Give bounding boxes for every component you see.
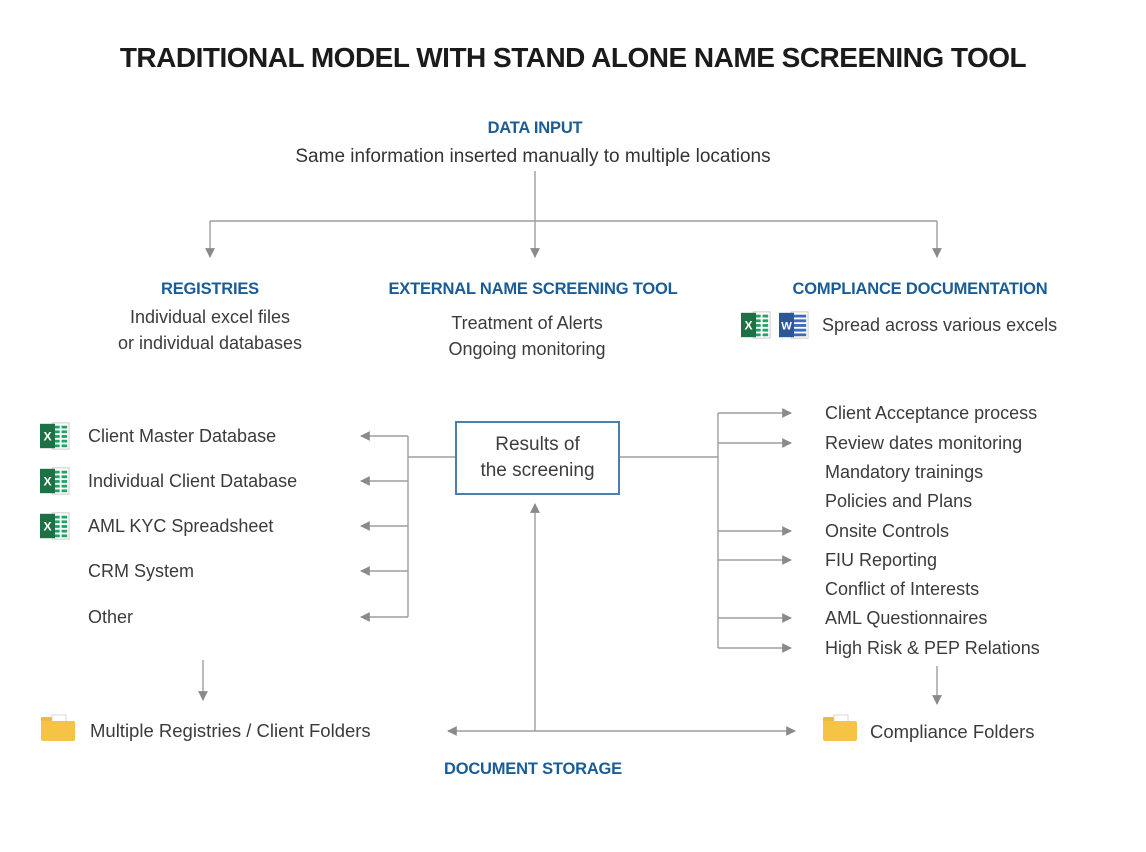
list-item-label: Client Master Database	[88, 426, 277, 446]
excel-icon: X	[40, 466, 70, 496]
right-folder-label: Compliance Folders	[870, 721, 1035, 742]
svg-text:W: W	[781, 321, 792, 333]
data-input-heading: DATA INPUT	[487, 119, 583, 137]
screening-results-line-1: Results of	[495, 434, 580, 455]
word-icon: W	[779, 310, 809, 340]
list-item: Review dates monitoring	[825, 433, 1023, 453]
registries-heading: REGISTRIES	[161, 280, 259, 298]
compliance-heading: COMPLIANCE DOCUMENTATION	[792, 280, 1048, 298]
list-item: Mandatory trainings	[825, 462, 984, 482]
excel-icon: X	[741, 310, 771, 340]
list-item: AML Questionnaires	[825, 608, 988, 628]
list-item-label: AML KYC Spreadsheet	[88, 516, 274, 536]
folder-icon	[822, 713, 858, 743]
excel-icon: X	[40, 421, 70, 451]
excel-icon: X	[40, 511, 70, 541]
registries-line-1: Individual excel files	[129, 307, 291, 327]
list-item: Onsite Controls	[825, 521, 950, 541]
list-item: Client Acceptance process	[825, 403, 1038, 423]
screening-tool-description: Treatment of Alerts Ongoing monitoring	[377, 310, 677, 362]
screening-results-line-2: the screening	[480, 460, 595, 481]
list-item: CRM System	[40, 556, 194, 586]
list-item: X Individual Client Database	[40, 466, 297, 496]
screening-tool-line-1: Treatment of Alerts	[451, 313, 603, 333]
list-item: X AML KYC Spreadsheet	[40, 511, 273, 541]
svg-text:X: X	[43, 520, 52, 534]
data-input-description: Same information inserted manually to mu…	[295, 146, 771, 167]
screening-results-box: Results of the screening	[455, 421, 620, 495]
list-item-label: CRM System	[88, 561, 195, 581]
list-item-label: Other	[88, 607, 134, 627]
registries-description: Individual excel files or individual dat…	[82, 304, 338, 356]
screening-tool-heading: EXTERNAL NAME SCREENING TOOL	[388, 280, 678, 298]
svg-text:X: X	[43, 430, 52, 444]
svg-text:X: X	[744, 319, 753, 333]
registries-line-2: or individual databases	[117, 333, 303, 353]
list-item: X Client Master Database	[40, 421, 276, 451]
list-item: FIU Reporting	[825, 550, 938, 570]
list-item-label: Individual Client Database	[88, 471, 298, 491]
page-title: TRADITIONAL MODEL WITH STAND ALONE NAME …	[119, 42, 1027, 73]
list-item: Policies and Plans	[825, 491, 973, 511]
compliance-description: Spread across various excels	[822, 315, 1058, 335]
svg-text:X: X	[43, 475, 52, 489]
document-storage-heading: DOCUMENT STORAGE	[443, 760, 622, 778]
screening-tool-line-2: Ongoing monitoring	[448, 339, 606, 359]
folder-icon	[40, 713, 76, 743]
list-item: Other	[40, 602, 133, 632]
left-folder-label: Multiple Registries / Client Folders	[90, 720, 371, 741]
list-item: High Risk & PEP Relations	[825, 638, 1040, 658]
list-item: Conflict of Interests	[825, 579, 980, 599]
